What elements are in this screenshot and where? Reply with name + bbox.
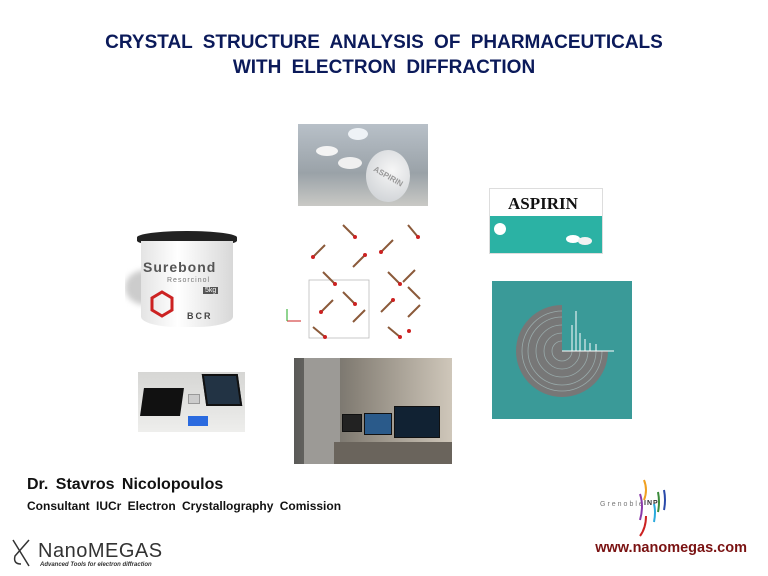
nanomegas-name: NanoMEGAS (38, 540, 163, 562)
inp-text: INP (644, 500, 659, 507)
box-brand: ASPIRIN (508, 194, 578, 213)
bucket-brand: Surebond (143, 259, 217, 275)
electron-microscope-photo (294, 358, 452, 464)
nanomegas-tagline: Advanced Tools for electron diffraction (40, 562, 152, 568)
crystal-structure-diagram (286, 224, 421, 339)
grenoble-arcs-icon (639, 479, 666, 537)
website-link[interactable]: www.nanomegas.com (595, 540, 747, 556)
author-role: Consultant IUCr Electron Crystallography… (27, 499, 342, 513)
bucket-sub: Resorcinol (167, 277, 211, 284)
grenoble-text: Grenoble (600, 501, 645, 508)
title-line-1: CRYSTAL STRUCTURE ANALYSIS OF PHARMACEUT… (105, 32, 663, 53)
slide-title: CRYSTAL STRUCTURE ANALYSIS OF PHARMACEUT… (0, 30, 768, 80)
bayer-cross-icon (494, 223, 506, 235)
diffraction-pattern-figure (492, 281, 632, 419)
title-line-2: WITH ELECTRON DIFFRACTION (232, 57, 536, 78)
bucket-weight: 5kg (203, 287, 219, 294)
nanomegas-symbol-icon (12, 539, 30, 567)
instrument-laptop-photo (138, 372, 245, 432)
tablet-text: ASPIRIN (371, 163, 405, 189)
bucket-maker: BCR (187, 311, 213, 321)
surebond-bucket-photo: Surebond Resorcinol 5kg BCR (125, 225, 250, 335)
aspirin-tablets-photo: ASPIRIN (298, 124, 428, 206)
molecule-icon (150, 290, 174, 318)
aspirin-box-photo: ASPIRIN (489, 188, 603, 254)
author-name: Dr. Stavros Nicolopoulos (27, 476, 224, 493)
